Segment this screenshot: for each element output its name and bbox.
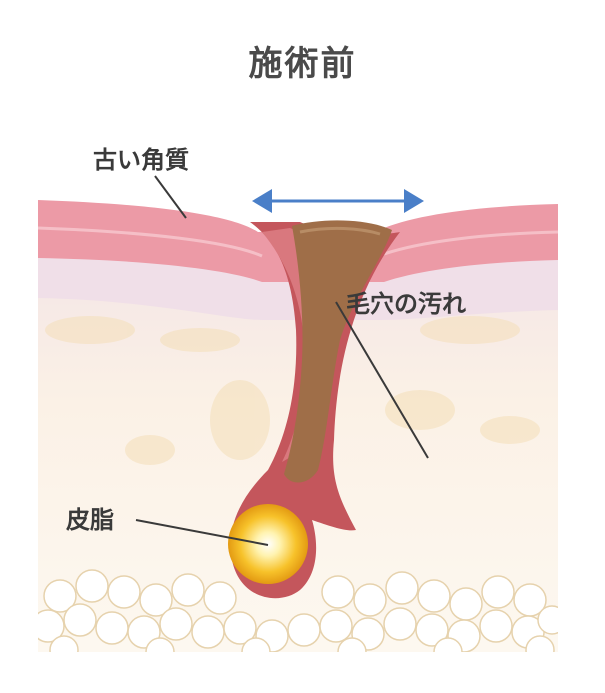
label-pore-dirt: 毛穴の汚れ — [346, 290, 466, 318]
leader-line-old-keratin — [154, 175, 187, 219]
label-old-keratin: 古い角質 — [93, 146, 189, 174]
fat-cells — [38, 569, 558, 652]
label-sebum: 皮脂 — [66, 506, 114, 534]
diagram-title: 施術前 — [248, 44, 357, 84]
double-headed-arrow-icon — [252, 189, 424, 213]
leader-line-pore-dirt — [335, 301, 429, 459]
leader-line-sebum — [135, 519, 269, 546]
pore-dirt-plug — [284, 220, 392, 483]
fatty-tissue-texture — [45, 316, 540, 465]
